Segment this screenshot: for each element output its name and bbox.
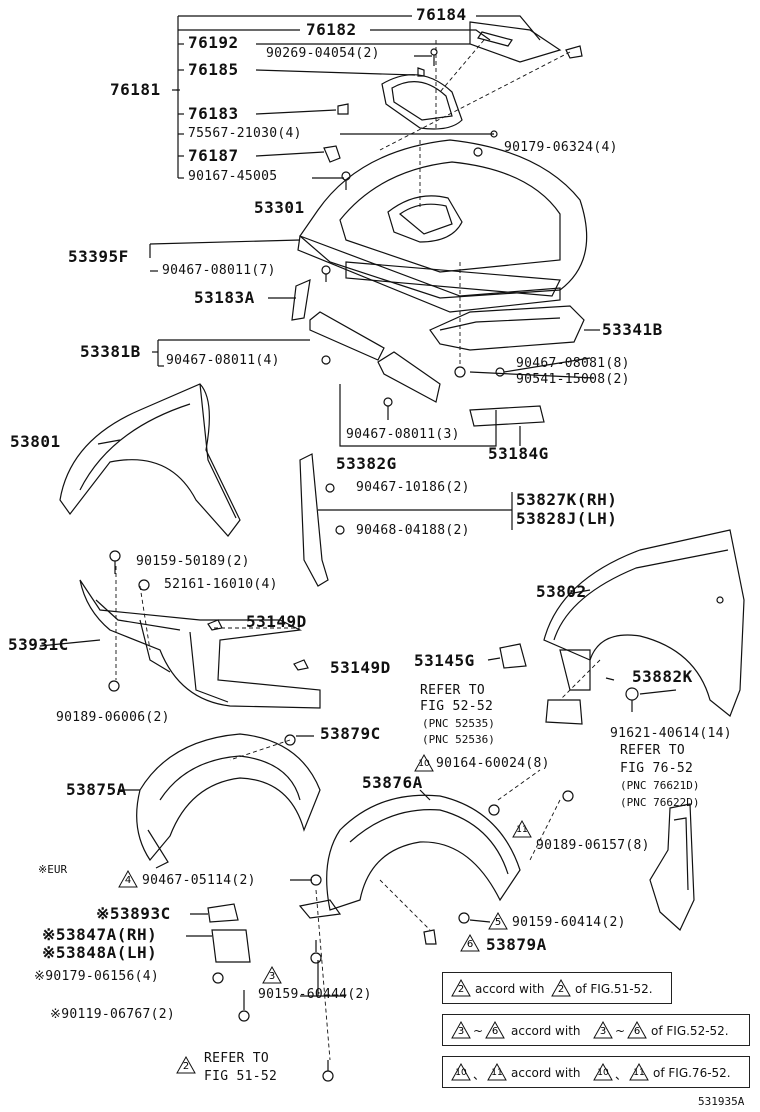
pnc-label: (PNC 76622D) <box>620 796 700 809</box>
note-text: accord with <box>511 1066 581 1080</box>
part-label: 76182 <box>306 20 357 39</box>
part-label: 90467-08011(4) <box>166 353 280 368</box>
note-text: accord with <box>511 1024 581 1038</box>
triangle-marker: 6 <box>627 1021 647 1039</box>
triangle-marker: 10 <box>414 754 434 772</box>
part-label: 53395F <box>68 247 129 266</box>
part-label: 76183 <box>188 104 239 123</box>
refer-label: FIG 51-52 <box>204 1069 278 1084</box>
part-label: ※90119-06767(2) <box>50 1007 175 1022</box>
part-label: 90467-08011(7) <box>162 263 276 278</box>
pnc-label: (PNC 52536) <box>422 733 495 746</box>
part-label: 53931C <box>8 635 69 654</box>
triangle-marker: 3 <box>451 1021 471 1039</box>
triangle-marker: 11 <box>629 1063 649 1081</box>
note-text: 、 <box>615 1068 628 1082</box>
triangle-marker: 3 <box>262 966 282 984</box>
part-label: 76185 <box>188 60 239 79</box>
pnc-label: (PNC 76621D) <box>620 779 700 792</box>
note-text: ~ <box>615 1024 626 1038</box>
part-label: 53183A <box>194 288 255 307</box>
note-text: accord with <box>475 982 545 996</box>
part-label: 53382G <box>336 454 397 473</box>
pnc-label: (PNC 52535) <box>422 717 495 730</box>
triangle-marker: 10 <box>451 1063 471 1081</box>
part-label: 53145G <box>414 651 475 670</box>
part-label: ※53893C <box>96 904 171 923</box>
part-label: 90167-45005 <box>188 169 278 184</box>
note-text: of FIG.76-52. <box>653 1066 731 1080</box>
part-label: 76184 <box>416 5 467 24</box>
part-label: 53381B <box>80 342 141 361</box>
part-label: 91621-40614(14) <box>610 726 732 741</box>
triangle-marker: 6 <box>460 934 480 952</box>
part-label: 90159-50189(2) <box>136 554 250 569</box>
part-label: 90467-05114(2) <box>142 873 256 888</box>
triangle-marker: 3 <box>593 1021 613 1039</box>
part-label: 76187 <box>188 146 239 165</box>
refer-label: FIG 52-52 <box>420 699 494 714</box>
triangle-marker: 11 <box>487 1063 507 1081</box>
part-label: 53341B <box>602 320 663 339</box>
part-label: 53802 <box>536 582 587 601</box>
triangle-marker: 10 <box>593 1063 613 1081</box>
part-label: 53882K <box>632 667 693 686</box>
part-label: 76181 <box>110 80 161 99</box>
part-label: 90467-10186(2) <box>356 480 470 495</box>
part-label: 90468-04188(2) <box>356 523 470 538</box>
triangle-marker: 2 <box>176 1056 196 1074</box>
part-label: 53875A <box>66 780 127 799</box>
triangle-marker: 4 <box>118 870 138 888</box>
refer-label: REFER TO <box>204 1051 270 1066</box>
part-label: 90467-08011(3) <box>346 427 460 442</box>
refer-label: REFER TO <box>420 683 486 698</box>
triangle-marker: 5 <box>488 912 508 930</box>
note-box-fig76: 10 、 11 accord with 10 、 11 of FIG.76-52… <box>442 1056 750 1088</box>
triangle-marker: 2 <box>551 979 571 997</box>
part-label: 90189-06157(8) <box>536 838 650 853</box>
eur-note: ※EUR <box>38 863 68 876</box>
part-label: 90179-06324(4) <box>504 140 618 155</box>
part-label: 53149D <box>246 612 307 631</box>
figure-code: 531935A <box>698 1095 745 1108</box>
part-label: 76192 <box>188 33 239 52</box>
part-label: 53879C <box>320 724 381 743</box>
part-label: 53879A <box>486 935 547 954</box>
part-label: 53828J(LH) <box>516 509 618 528</box>
triangle-marker: 2 <box>451 979 471 997</box>
part-label: 53149D <box>330 658 391 677</box>
part-label: 53827K(RH) <box>516 490 618 509</box>
part-label: 90269-04054(2) <box>266 46 380 61</box>
part-label: 53801 <box>10 432 61 451</box>
part-label: ※53848A(LH) <box>42 943 158 962</box>
part-label: ※90179-06156(4) <box>34 969 159 984</box>
part-label: 75567-21030(4) <box>188 126 302 141</box>
part-label: 90467-08081(8) <box>516 356 630 371</box>
part-label: 52161-16010(4) <box>164 577 278 592</box>
refer-label: REFER TO <box>620 743 686 758</box>
refer-label: FIG 76-52 <box>620 761 694 776</box>
triangle-marker: 11 <box>512 820 532 838</box>
part-label: 90541-15008(2) <box>516 372 630 387</box>
part-label: 90164-60024(8) <box>436 756 550 771</box>
part-label: 90159-60414(2) <box>512 915 626 930</box>
part-label: ※53847A(RH) <box>42 925 158 944</box>
note-text: 、 <box>473 1068 486 1082</box>
note-text: of FIG.51-52. <box>575 982 653 996</box>
note-text: of FIG.52-52. <box>651 1024 729 1038</box>
triangle-marker: 6 <box>485 1021 505 1039</box>
note-text: ~ <box>473 1024 484 1038</box>
part-label: 53184G <box>488 444 549 463</box>
part-label: 53301 <box>254 198 305 217</box>
part-label: 90189-06006(2) <box>56 710 170 725</box>
part-label: 90159-60444(2) <box>258 987 372 1002</box>
note-box-fig52: 3 ~ 6 accord with 3 ~ 6 of FIG.52-52. <box>442 1014 750 1046</box>
part-label: 53876A <box>362 773 423 792</box>
note-box-fig51: 2 accord with 2 of FIG.51-52. <box>442 972 672 1004</box>
